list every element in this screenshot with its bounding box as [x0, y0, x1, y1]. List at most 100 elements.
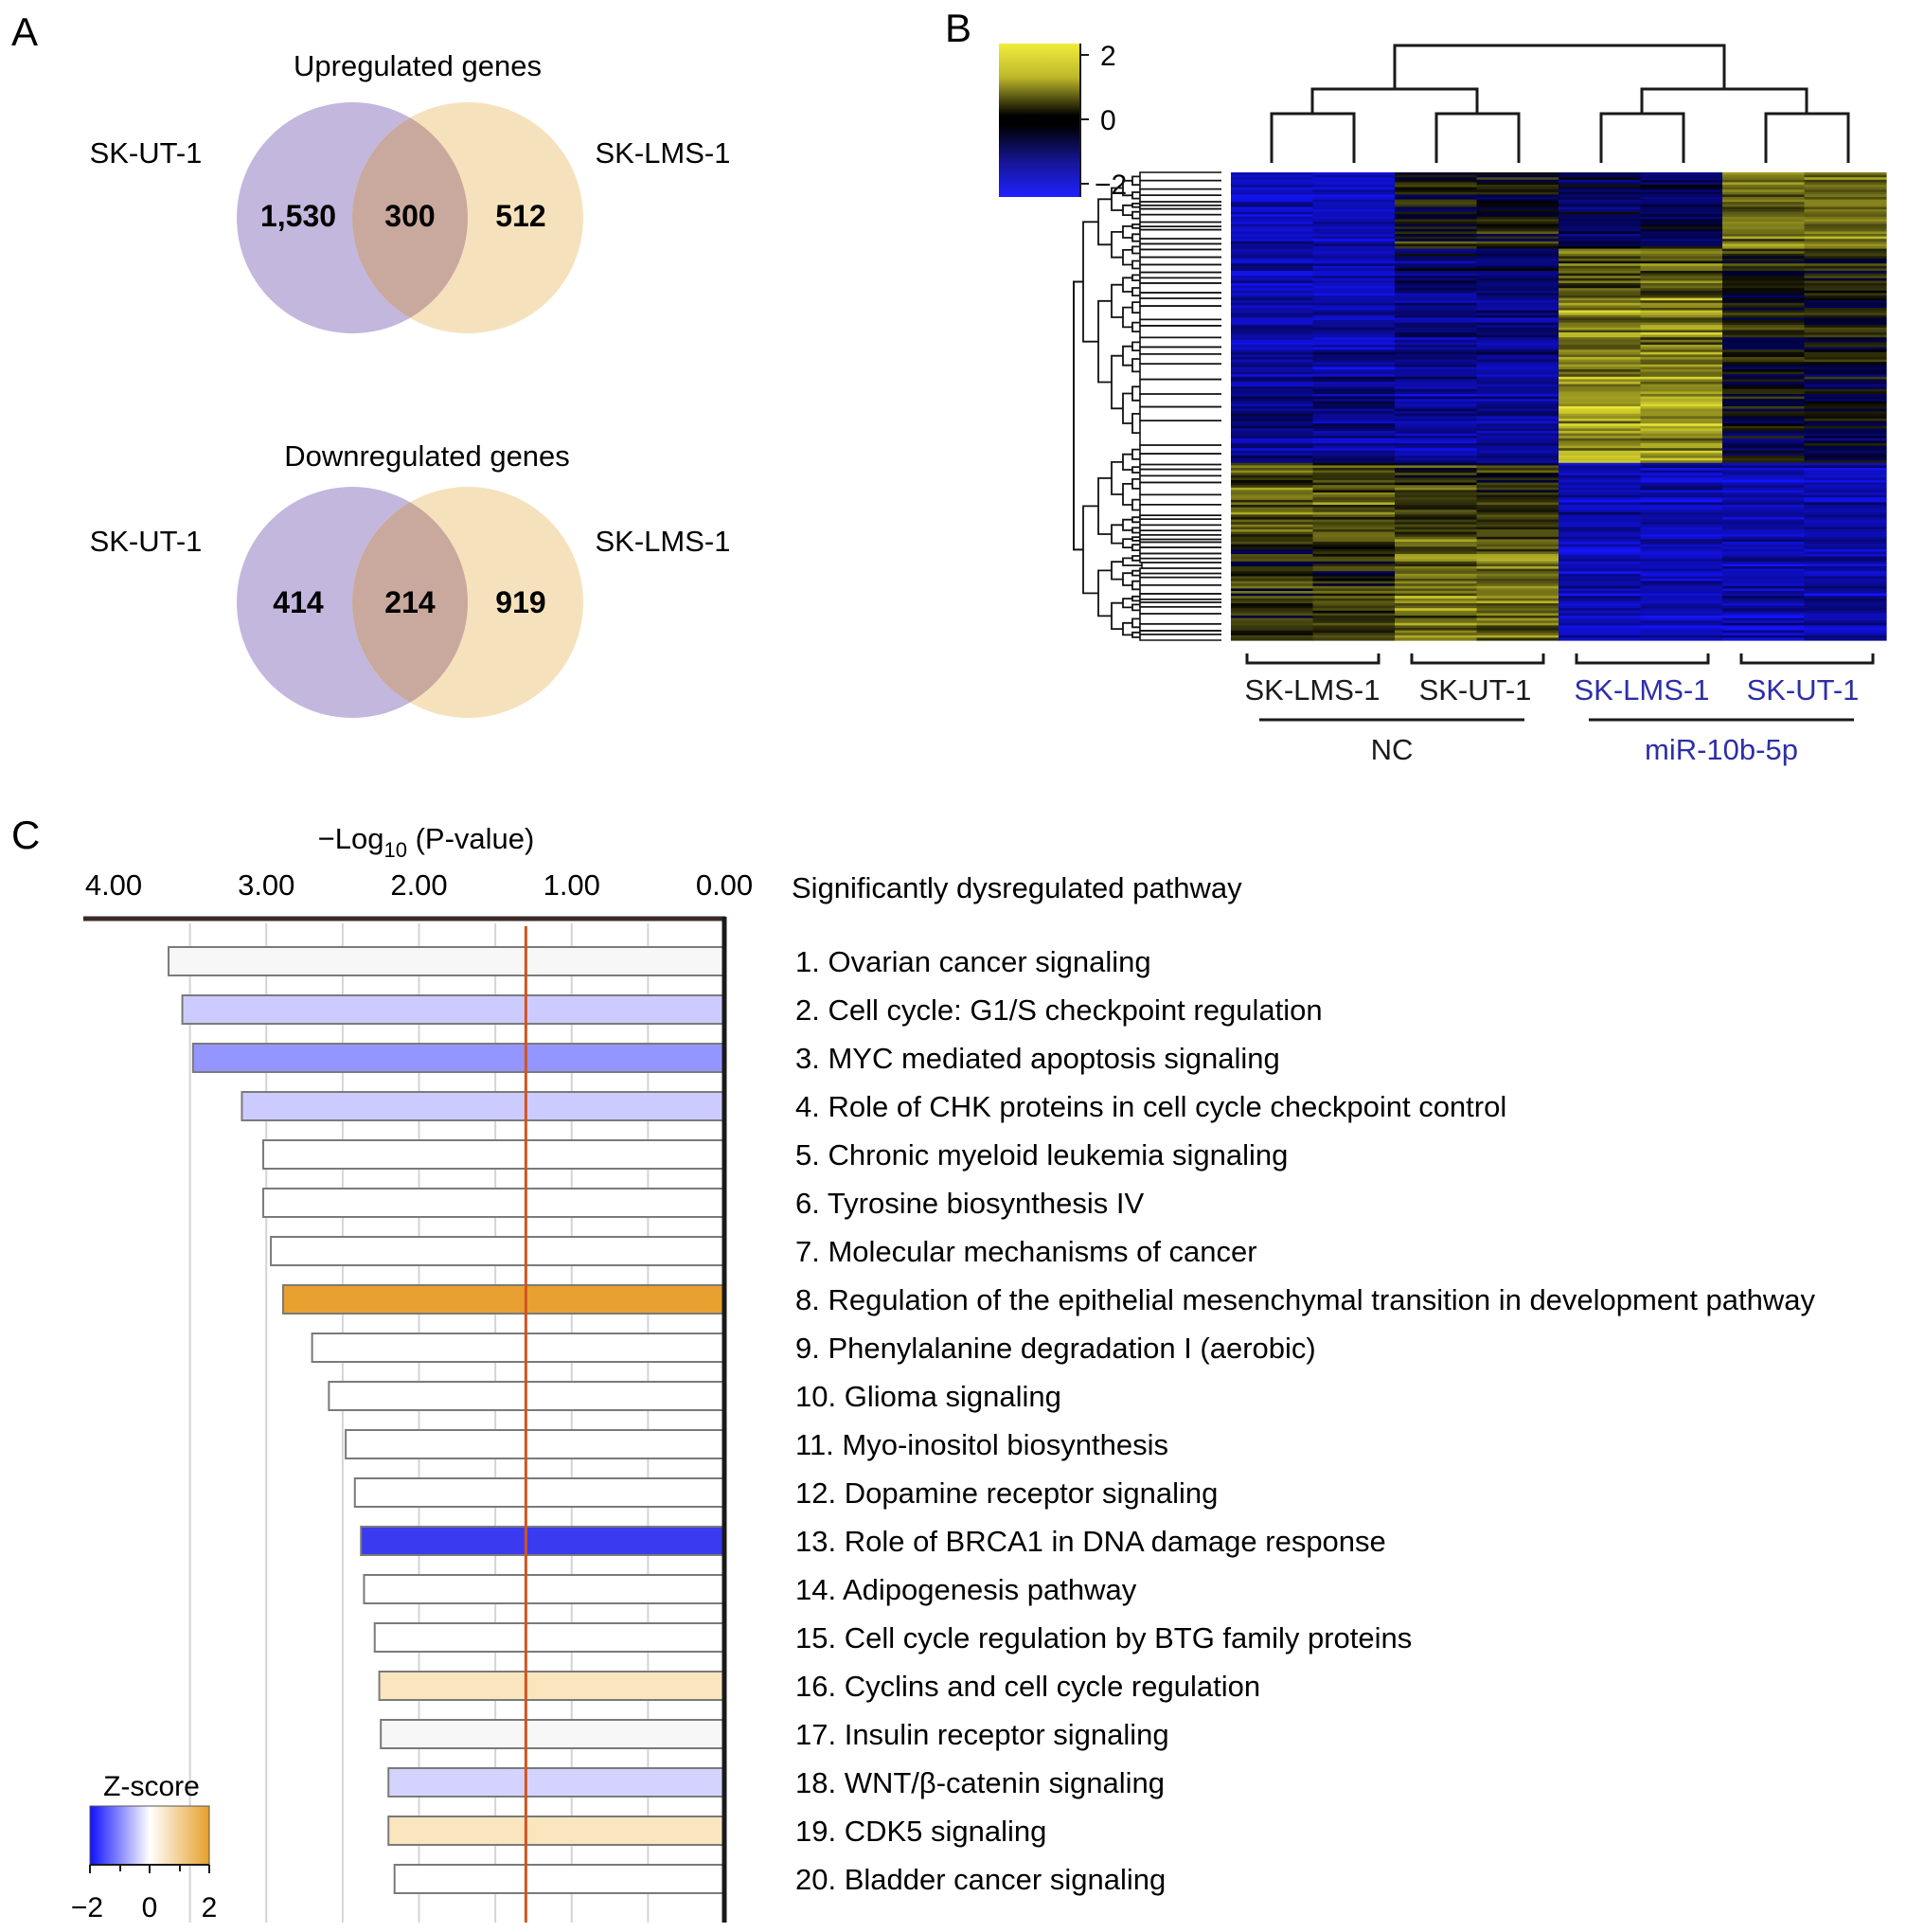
heatmap-cell — [1395, 288, 1478, 292]
heatmap-cell — [1559, 616, 1642, 619]
heatmap-cell — [1722, 263, 1806, 267]
heatmap-cell — [1559, 174, 1642, 178]
dendrogram-branch — [1111, 461, 1123, 495]
heatmap-cell — [1559, 605, 1642, 609]
heatmap-cell — [1395, 456, 1478, 459]
heatmap-cell — [1804, 374, 1887, 378]
heatmap-cell — [1476, 438, 1559, 441]
heatmap-cell — [1640, 342, 1723, 346]
heatmap-cell — [1395, 630, 1478, 634]
heatmap-cell — [1722, 620, 1806, 624]
heatmap-cell — [1231, 536, 1314, 540]
heatmap-cell — [1312, 236, 1396, 240]
heatmap-cell — [1395, 453, 1478, 456]
heatmap-cell — [1559, 277, 1642, 281]
heatmap-cell — [1231, 605, 1314, 609]
heatmap-cell — [1804, 433, 1887, 437]
heatmap-cell — [1722, 522, 1806, 526]
heatmap-cell — [1231, 630, 1314, 634]
heatmap-cell — [1312, 413, 1396, 417]
heatmap-cell — [1640, 246, 1723, 250]
heatmap-cell — [1804, 443, 1887, 447]
heatmap-cell — [1559, 243, 1642, 247]
heatmap-cell — [1231, 583, 1314, 587]
dendrogram-branch — [1131, 274, 1140, 281]
heatmap-cell — [1804, 359, 1887, 363]
heatmap-cell — [1395, 477, 1478, 481]
heatmap-cell — [1476, 598, 1559, 601]
heatmap-cell — [1804, 239, 1887, 242]
heatmap-cell — [1559, 554, 1642, 558]
heatmap-cell — [1312, 505, 1396, 509]
dendrogram-branch — [1131, 498, 1140, 511]
heatmap-cell — [1804, 283, 1887, 287]
heatmap-cell — [1640, 384, 1723, 387]
colorbar-gradient — [999, 44, 1080, 197]
heatmap-cell — [1804, 596, 1887, 599]
heatmap-cell — [1312, 517, 1396, 521]
heatmap-cell — [1559, 600, 1642, 604]
heatmap-cell — [1231, 206, 1314, 210]
heatmap-cell — [1312, 633, 1396, 636]
heatmap-cell — [1804, 226, 1887, 230]
heatmap-cell — [1476, 465, 1559, 469]
heatmap-cell — [1640, 576, 1723, 580]
heatmap-cell — [1640, 436, 1723, 439]
heatmap-cell — [1231, 399, 1314, 402]
venn-down-overlap-count: 214 — [384, 585, 436, 619]
heatmap-cell — [1312, 593, 1396, 597]
heatmap-cell — [1722, 635, 1806, 638]
heatmap-cell — [1640, 277, 1723, 281]
heatmap-cell — [1804, 579, 1887, 582]
heatmap-cell — [1395, 202, 1478, 206]
dendrogram-branch — [1139, 504, 1221, 516]
heatmap-cell — [1804, 265, 1887, 269]
heatmap-cell — [1640, 293, 1723, 296]
heatmap-cell — [1231, 174, 1314, 178]
heatmap-cell — [1476, 460, 1559, 464]
heatmap-cell — [1804, 357, 1887, 361]
heatmap-cell — [1312, 214, 1396, 218]
heatmap-cell — [1559, 172, 1642, 176]
heatmap-cell — [1476, 332, 1559, 336]
dendrogram-branch — [1139, 420, 1221, 446]
heatmap-cell — [1640, 349, 1723, 353]
heatmap-cell — [1312, 450, 1396, 454]
heatmap-cell — [1231, 598, 1314, 601]
heatmap-cell — [1312, 531, 1396, 535]
heatmap-cell — [1559, 204, 1642, 207]
heatmap-cell — [1395, 268, 1478, 272]
dendrogram-branch — [1139, 444, 1221, 455]
heatmap-cell — [1395, 302, 1478, 306]
heatmap-cell — [1722, 583, 1806, 587]
heatmap-cell — [1231, 477, 1314, 481]
heatmap-cell — [1804, 219, 1887, 223]
heatmap-cell — [1312, 485, 1396, 489]
heatmap-cell — [1722, 209, 1806, 213]
dendrogram-branch — [1139, 584, 1221, 595]
heatmap-cell — [1559, 470, 1642, 474]
heatmap-cell — [1231, 189, 1314, 193]
heatmap-cell — [1559, 271, 1642, 275]
heatmap-cell — [1312, 608, 1396, 612]
venn-up-left-label: SK-UT-1 — [90, 136, 203, 170]
heatmap-cell — [1559, 386, 1642, 390]
heatmap-cell — [1722, 396, 1806, 400]
heatmap-cell — [1476, 419, 1559, 422]
heatmap-cell — [1231, 453, 1314, 456]
heatmap-cell — [1640, 617, 1723, 621]
heatmap-cell — [1395, 564, 1478, 567]
heatmap-cell — [1804, 300, 1887, 304]
heatmap-cell — [1804, 313, 1887, 316]
condition-label-nc: NC — [1371, 733, 1414, 766]
heatmap-cell — [1312, 280, 1396, 284]
heatmap-cell — [1559, 637, 1642, 641]
heatmap-cell — [1231, 322, 1314, 326]
dendrogram-branch — [1097, 299, 1112, 384]
heatmap-cell — [1559, 482, 1642, 486]
heatmap-cell — [1395, 517, 1478, 521]
heatmap-cell — [1395, 248, 1478, 252]
heatmap-cell — [1231, 499, 1314, 503]
heatmap-cell — [1312, 610, 1396, 614]
x-tick-label: 4.00 — [85, 868, 142, 902]
